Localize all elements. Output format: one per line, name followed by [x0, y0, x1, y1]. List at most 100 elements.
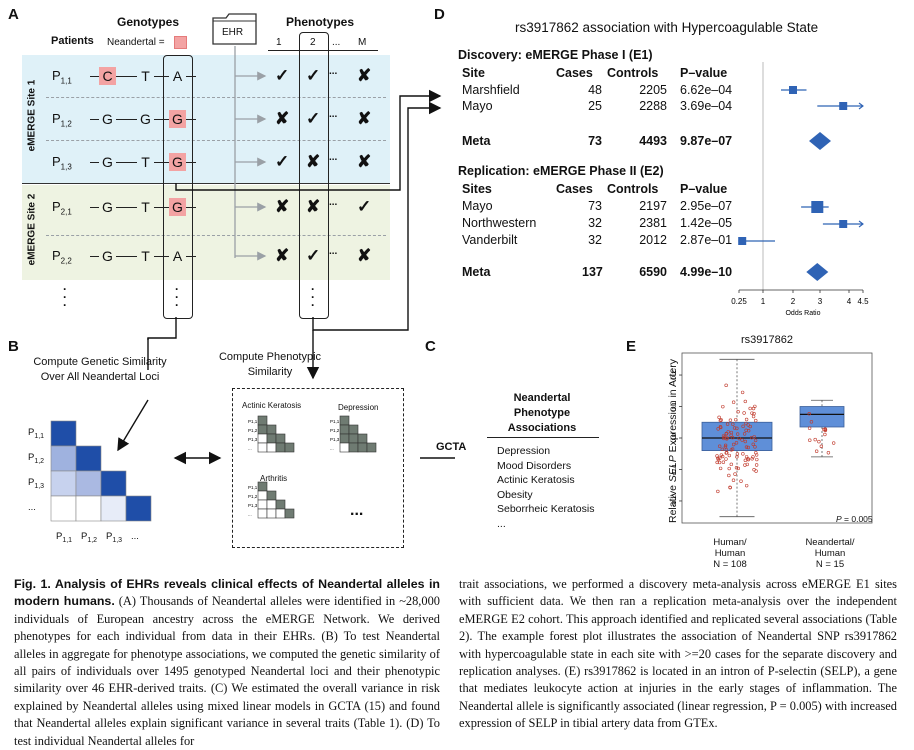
data-point [730, 447, 735, 451]
data-point [716, 489, 720, 494]
pheno-header-rule [268, 50, 378, 51]
data-point [731, 442, 736, 447]
ehr-label: EHR [222, 27, 244, 38]
association-item: ... [497, 517, 506, 530]
data-point [727, 473, 731, 478]
mini-cell [257, 415, 268, 426]
forest-cases: 48 [588, 83, 602, 97]
patient-label: P2,2 [52, 248, 72, 266]
forest-controls: 2288 [639, 99, 667, 113]
data-point [745, 462, 749, 467]
row-separator [46, 140, 386, 141]
genetic-similarity-matrix [50, 420, 152, 522]
mini-row-label: ... [248, 446, 252, 451]
data-point [734, 441, 739, 445]
panel-b-graphics [117, 330, 455, 465]
data-point [753, 438, 758, 443]
label-main: ... [28, 502, 36, 513]
mini-cell [348, 424, 359, 435]
matrix-cell [100, 470, 127, 497]
data-point [746, 423, 750, 427]
row-separator [46, 97, 386, 98]
boxplot-tick-label: 0.1 [672, 402, 678, 412]
data-point [735, 455, 739, 459]
cross-icon: ✘ [357, 109, 372, 128]
data-point [724, 457, 728, 461]
panel-a-label: A [8, 6, 19, 23]
forest-cases: 32 [588, 216, 602, 230]
data-point [737, 436, 741, 441]
data-point [727, 466, 731, 471]
forest-pvalue: 4.99e–10 [680, 265, 733, 279]
forest-pvalue: 2.87e–01 [680, 233, 733, 247]
check-icon: ✓ [306, 66, 321, 85]
forest-col-header: Controls [607, 66, 659, 80]
boxplot-title: rs3917862 [741, 334, 793, 346]
cross-icon: ✘ [357, 152, 372, 171]
forest-col-header: Cases [556, 66, 593, 80]
data-point [724, 432, 729, 436]
mini-cell [266, 433, 277, 444]
panel-d-label: D [434, 6, 445, 23]
mini-cell [339, 433, 350, 444]
data-point [807, 412, 811, 416]
data-point [717, 415, 721, 420]
boxplot-tick-label: -0.1 [672, 463, 678, 475]
data-point [720, 447, 724, 451]
mini-cell [275, 499, 286, 510]
forest-cases: 137 [582, 265, 603, 279]
gcta-label: GCTA [436, 441, 467, 453]
data-point [754, 451, 758, 455]
cross-icon: ✘ [357, 246, 372, 265]
trait-label-actinic: Actinic Keratosis [242, 401, 302, 410]
data-point [723, 443, 728, 448]
mini-cell [275, 442, 286, 453]
forest-cases: 32 [588, 233, 602, 247]
check-icon: ✓ [275, 152, 290, 171]
matrix-cell [75, 495, 102, 522]
boxplot-tick-label: 0.0 [672, 433, 678, 443]
forest-site: Northwestern [462, 216, 537, 230]
data-point [717, 460, 722, 465]
data-point [754, 453, 759, 457]
cross-icon: ✘ [306, 152, 321, 171]
patient-subscript: 2,1 [60, 207, 72, 217]
matrix-cell [50, 495, 77, 522]
panel-e-label: E [626, 338, 637, 355]
site-2-label: eMERGE Site 2 [26, 193, 38, 266]
matrix-cell [50, 420, 77, 447]
data-point [731, 478, 736, 482]
forest-title: rs3917862 association with Hypercoagulab… [515, 20, 819, 35]
data-point [731, 400, 736, 404]
data-point [715, 460, 719, 465]
data-point [729, 462, 733, 467]
data-point [734, 466, 739, 470]
data-point [717, 444, 722, 448]
replication-header: Replication: eMERGE Phase II (E2) [458, 164, 664, 178]
locus-ellipsis: ··· [175, 282, 179, 312]
data-point [754, 463, 759, 467]
mini-row-label: P1,1 [248, 419, 258, 424]
forest-col-header: Site [462, 66, 485, 80]
data-point [740, 438, 744, 442]
data-point [732, 426, 737, 430]
label-main: P [28, 477, 35, 488]
forest-controls: 4493 [639, 134, 667, 148]
boxplot: -0.2-0.10.00.10.2 [672, 352, 873, 524]
matrix-cell [75, 470, 102, 497]
forest-col-header: Sites [462, 182, 492, 196]
mini-cell [348, 433, 359, 444]
patient-label: P1,2 [52, 111, 72, 129]
data-point [729, 433, 733, 438]
neandertal-key-swatch [174, 36, 187, 49]
data-point [719, 425, 723, 430]
mini-cell [257, 442, 268, 453]
data-point [813, 437, 817, 442]
data-point [743, 463, 747, 467]
matrix-cell [50, 470, 77, 497]
mini-row-label: ... [248, 512, 252, 517]
patient-subscript: 1,1 [60, 76, 72, 86]
label-main: P [106, 531, 113, 542]
data-point [749, 435, 754, 440]
